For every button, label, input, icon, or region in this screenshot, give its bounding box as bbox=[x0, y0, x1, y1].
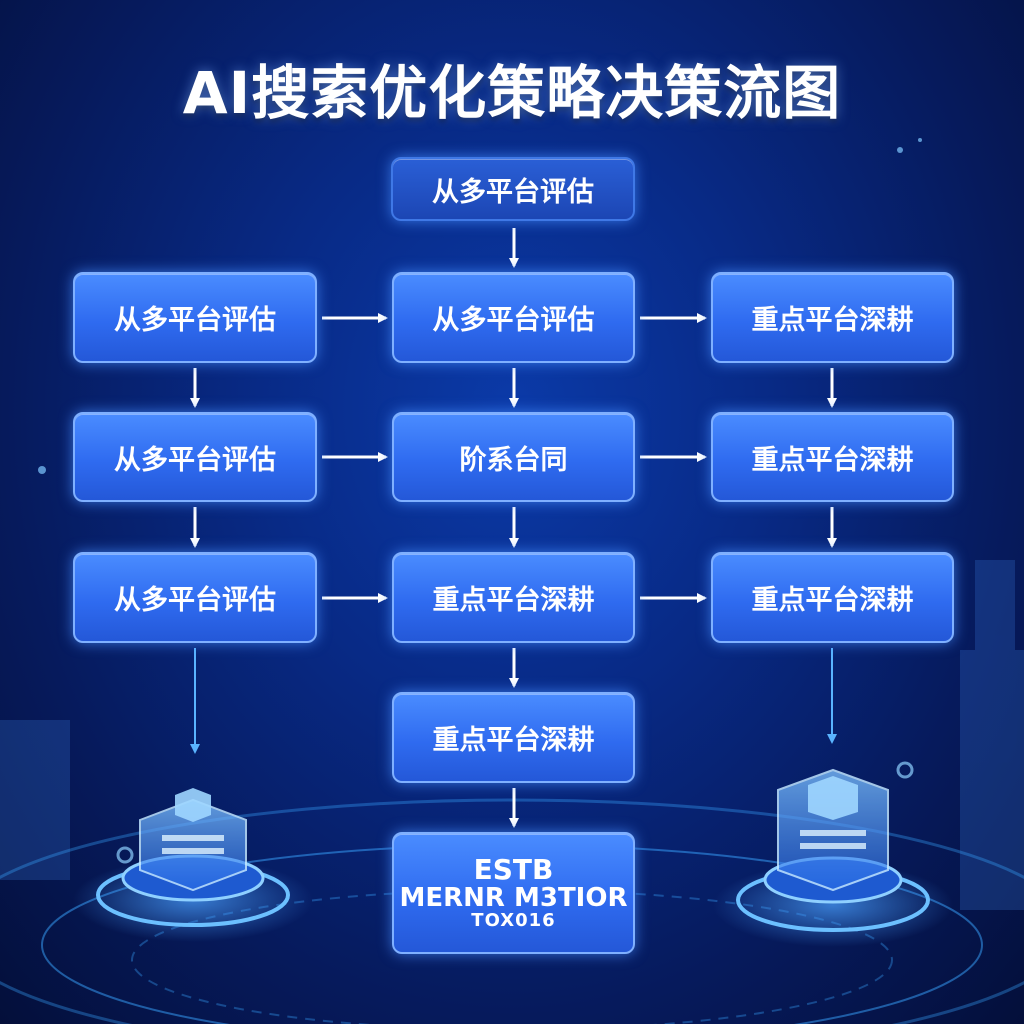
node-final-line-1: ESTB bbox=[473, 853, 554, 887]
node-top: 从多平台评估 bbox=[391, 157, 635, 221]
node-r3c1: 从多平台评估 bbox=[73, 552, 317, 643]
node-r3c3: 重点平台深耕 bbox=[711, 552, 954, 643]
node-r2c3: 重点平台深耕 bbox=[711, 412, 954, 502]
node-final-line-2: MERNR M3TIOR bbox=[399, 882, 628, 913]
diagram-title: AI搜索优化策略决策流图 bbox=[182, 59, 842, 127]
node-final: ESTB MERNR M3TIOR TOX016 bbox=[392, 832, 635, 954]
node-r2c1: 从多平台评估 bbox=[73, 412, 317, 502]
node-r1c1: 从多平台评估 bbox=[73, 272, 317, 363]
node-r2c2: 阶系台同 bbox=[392, 412, 635, 502]
right-pedestal-icon bbox=[713, 768, 953, 947]
node-r1c2: 从多平台评估 bbox=[392, 272, 635, 363]
node-r4c2: 重点平台深耕 bbox=[392, 692, 635, 783]
node-final-line-3: TOX016 bbox=[471, 909, 556, 931]
node-r3c2: 重点平台深耕 bbox=[392, 552, 635, 643]
left-pedestal-icon bbox=[73, 788, 313, 942]
node-r1c3: 重点平台深耕 bbox=[711, 272, 954, 363]
